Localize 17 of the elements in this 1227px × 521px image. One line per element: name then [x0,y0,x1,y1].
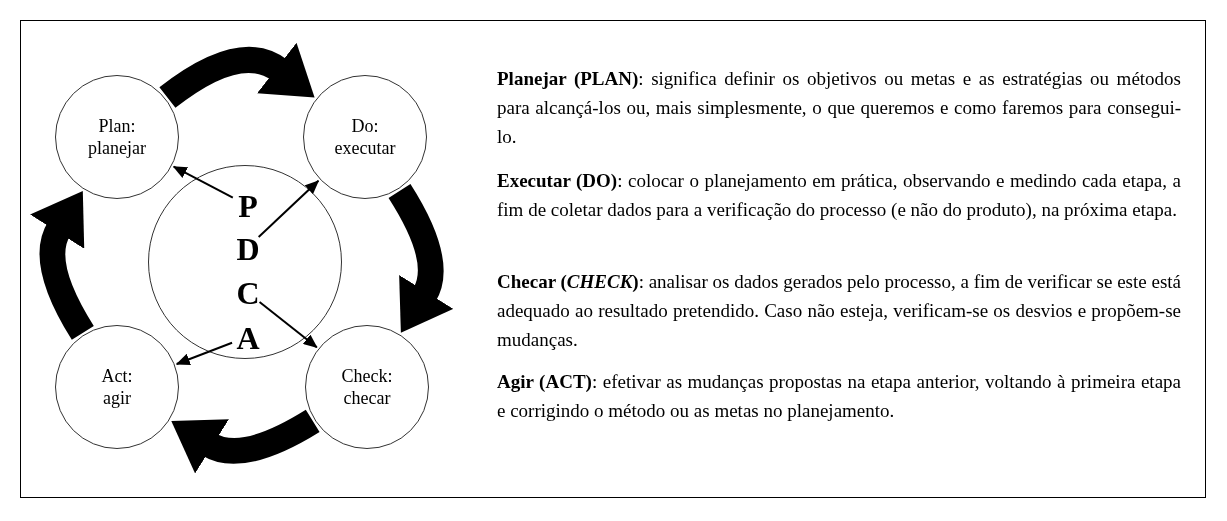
letter-label: P [234,188,262,224]
description-paragraph: Executar (DO): colocar o planejamento em prática, observando e medindo cada etapa, a fim de coletar dados para a verificação do processo (e não do produto), na próxima etapa. [497,169,1181,222]
letter-label: A [234,320,262,356]
stage-label: Act: agir [101,365,133,409]
stage-label: Do: executar [334,115,396,159]
letter-label: C [234,275,262,311]
arrow [257,179,320,239]
arrow [258,300,318,349]
arrow [175,341,234,366]
arrow [172,165,234,199]
stage-label: Check: checar [341,365,393,409]
description-paragraph: Agir (ACT): efetivar as mudanças propostas na etapa anterior, voltando à primeira etapa e corrigindo o método ou as metas no planejamento. [497,370,1181,423]
cycle-arrow [159,41,317,108]
stage-label: Plan: planejar [88,115,146,159]
description-paragraph: Checar (CHECK): analisar os dados gerados pelo processo, a fim de verificar se este está adequado ao resultado pretendido. Caso não esteja, verificam-se os desvios e propõem-se mudanças. [497,270,1181,352]
letter-label: D [234,231,262,267]
description-paragraph: Planejar (PLAN): significa definir os objetivos ou metas e as estratégias ou métodos para alcançá-los ou, mais simplesmente, o que queremos e como faremos para consegui-lo. [497,67,1181,149]
